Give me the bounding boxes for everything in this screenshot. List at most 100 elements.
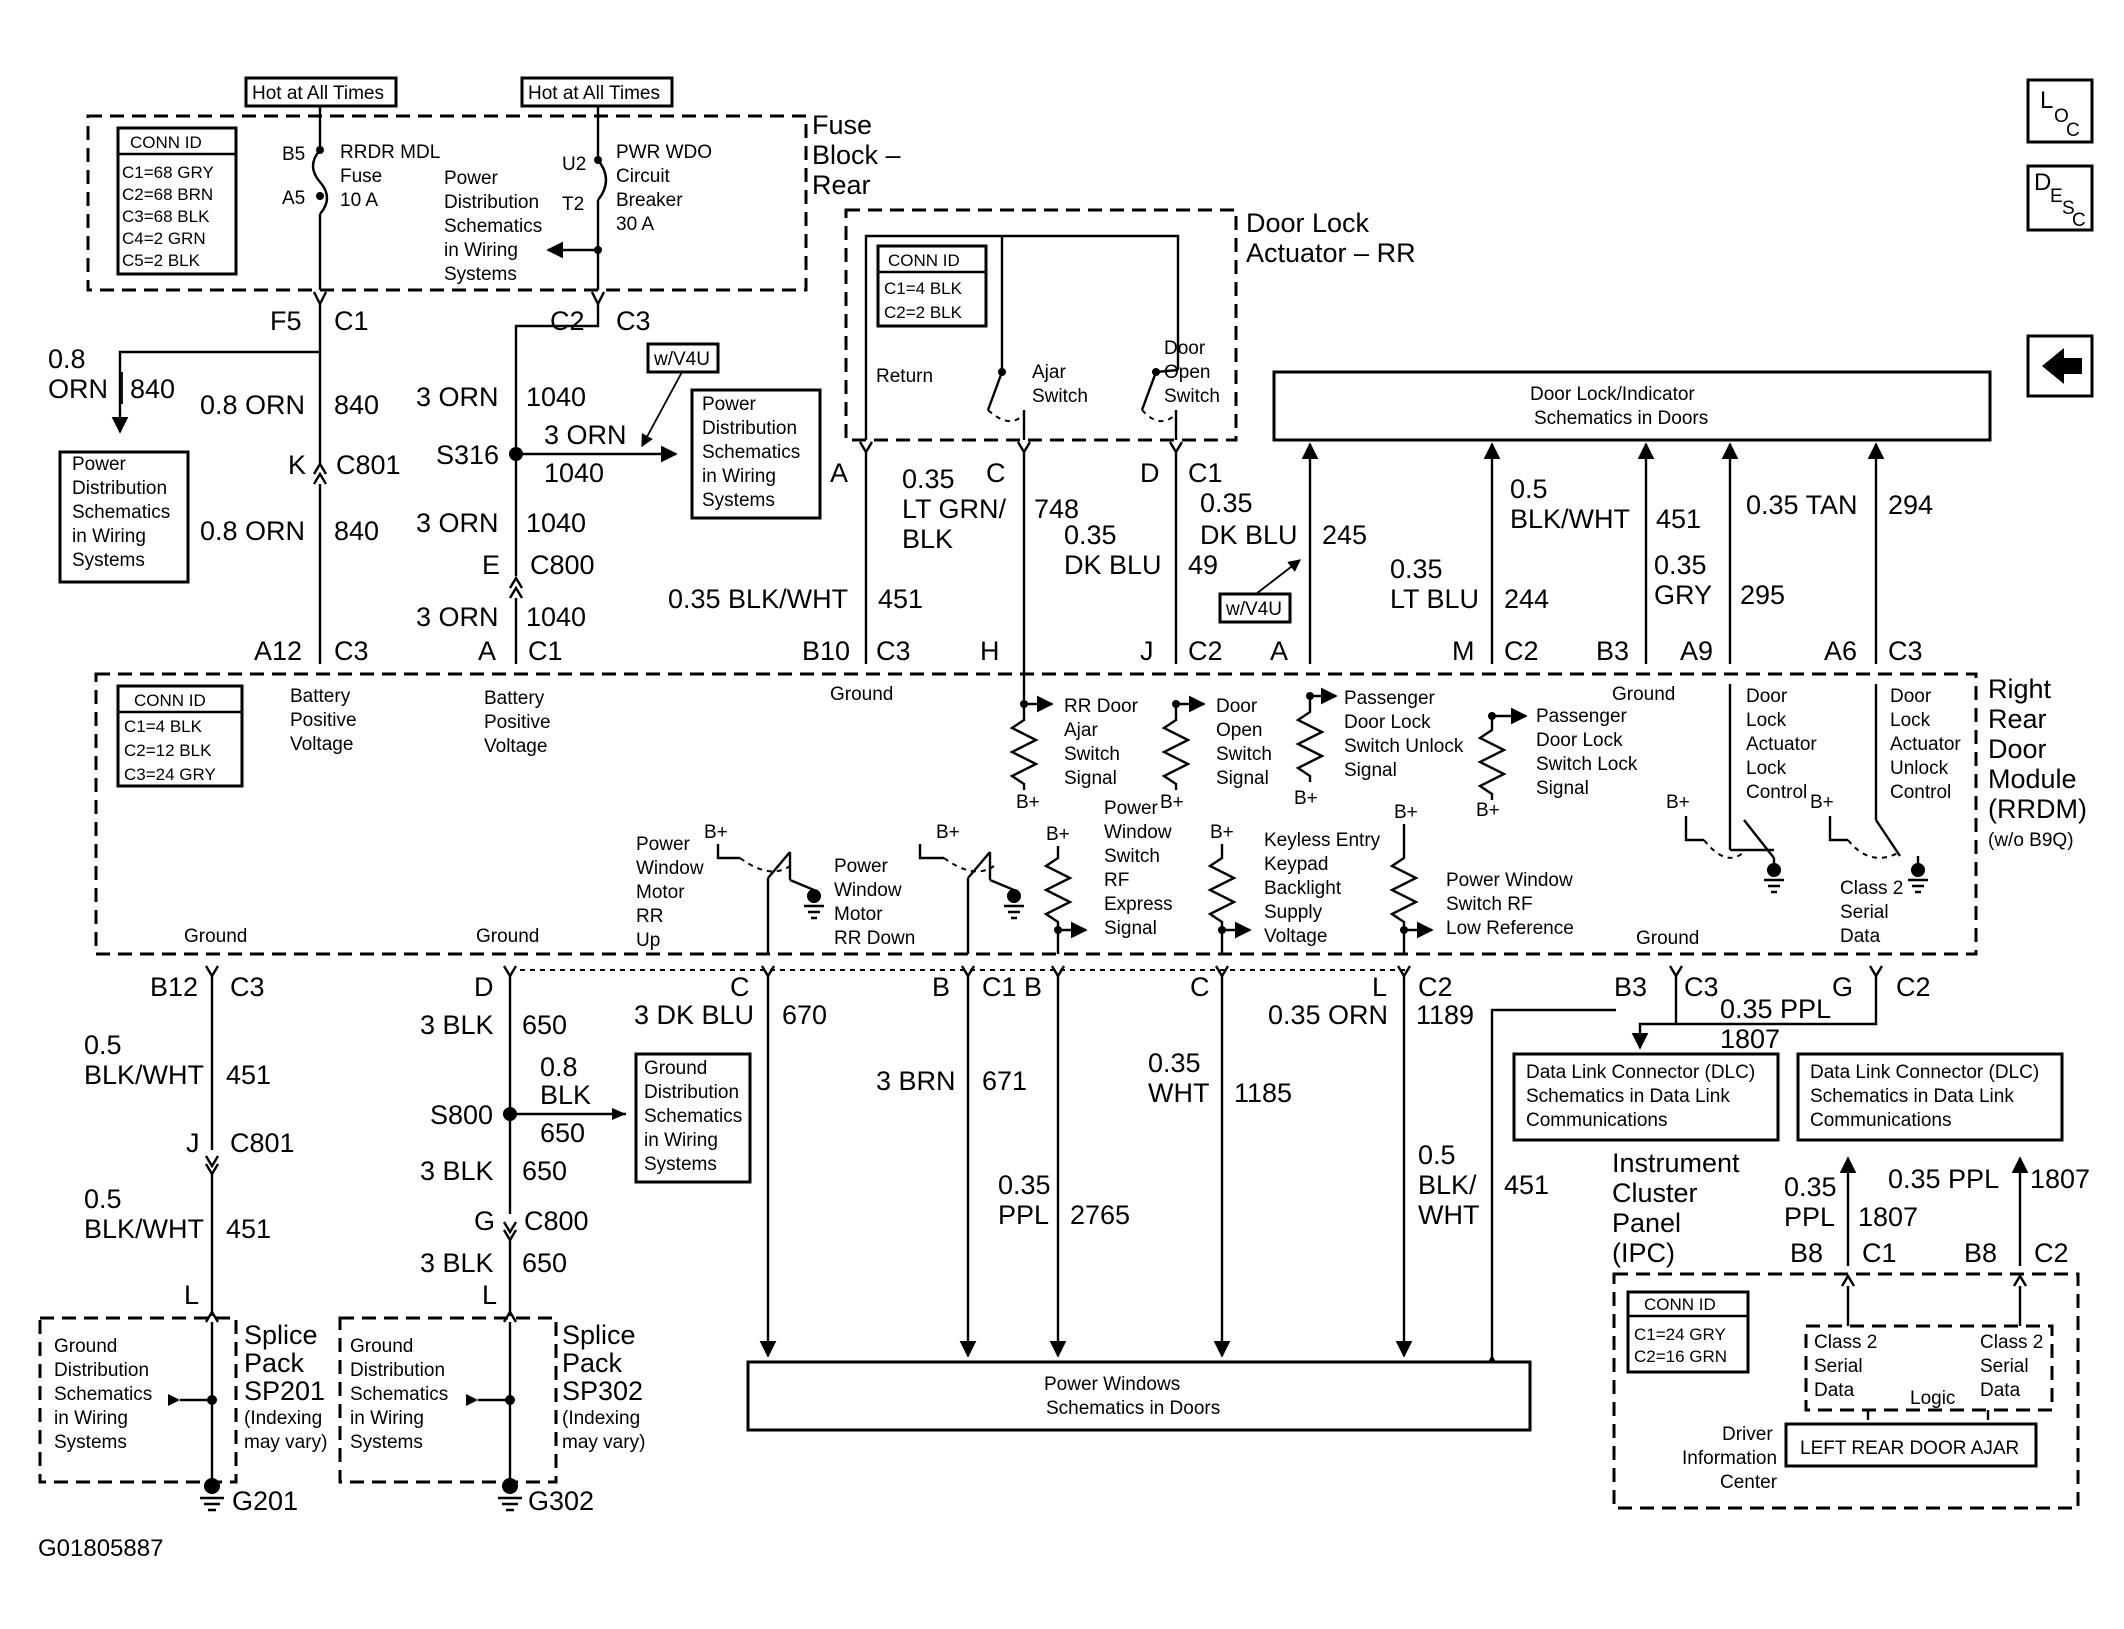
wire-840-path: F5 C1 0.8 ORN 840 0.8 ORN 840 K C801 0.8… xyxy=(48,291,401,664)
svg-text:Data: Data xyxy=(1980,1380,2021,1401)
svg-text:Schematics: Schematics xyxy=(54,1384,152,1405)
svg-text:Signal: Signal xyxy=(1536,778,1589,799)
wire-295: 0.35 GRY 295 xyxy=(1654,442,1785,664)
svg-text:650: 650 xyxy=(522,1156,567,1186)
back-button[interactable] xyxy=(2026,334,2094,398)
svg-text:Rear: Rear xyxy=(812,170,871,200)
svg-text:A9: A9 xyxy=(1680,636,1713,666)
loc-button[interactable]: L O C xyxy=(2026,78,2094,144)
svg-text:Schematics in Doors: Schematics in Doors xyxy=(1046,1398,1220,1419)
svg-text:840: 840 xyxy=(334,390,379,420)
svg-text:CONN ID: CONN ID xyxy=(1644,1295,1716,1314)
svg-text:Systems: Systems xyxy=(54,1432,127,1453)
svg-text:Power: Power xyxy=(444,168,499,189)
svg-text:C: C xyxy=(2066,120,2080,141)
svg-text:C3: C3 xyxy=(616,306,651,336)
svg-text:C3=24 GRY: C3=24 GRY xyxy=(124,765,216,784)
resistor-icon xyxy=(1161,704,1191,790)
instrument-cluster-panel: Instrument Cluster Panel (IPC) 0.35 PPL … xyxy=(1612,1148,2090,1510)
svg-text:C3=68 BLK: C3=68 BLK xyxy=(122,207,210,226)
svg-text:Class 2: Class 2 xyxy=(1814,1332,1877,1353)
svg-text:1040: 1040 xyxy=(526,602,586,632)
svg-text:Open: Open xyxy=(1164,362,1210,383)
svg-text:Panel: Panel xyxy=(1612,1208,1681,1238)
svg-text:244: 244 xyxy=(1504,584,1549,614)
svg-text:Logic: Logic xyxy=(1910,1388,1955,1409)
resistor-icon xyxy=(1009,704,1039,790)
svg-text:Ground: Ground xyxy=(830,684,893,705)
svg-text:Ground: Ground xyxy=(350,1336,413,1357)
svg-text:1040: 1040 xyxy=(526,508,586,538)
svg-text:L: L xyxy=(2040,87,2053,114)
rrdm-top-pins: A12 C3 A C1 B10 C3 H J C2 A M C2 B3 A9 A… xyxy=(254,636,1923,666)
svg-text:C: C xyxy=(2072,210,2086,231)
svg-text:3 ORN: 3 ORN xyxy=(416,508,499,538)
svg-text:Splice: Splice xyxy=(244,1320,318,1350)
svg-text:G: G xyxy=(474,1206,495,1236)
svg-text:Serial: Serial xyxy=(1840,902,1889,923)
svg-text:PWR WDO: PWR WDO xyxy=(616,142,712,163)
svg-text:Open: Open xyxy=(1216,720,1262,741)
wire-451-ground-g201: 0.5 BLK/WHT 451 J C801 0.5 BLK/WHT 451 L xyxy=(84,965,295,1323)
svg-text:Communications: Communications xyxy=(1526,1110,1668,1131)
svg-text:C2: C2 xyxy=(550,306,585,336)
svg-text:Data: Data xyxy=(1840,926,1881,947)
svg-text:Schematics: Schematics xyxy=(702,442,800,463)
svg-text:J: J xyxy=(186,1128,200,1158)
svg-text:Class 2: Class 2 xyxy=(1980,1332,2043,1353)
svg-text:0.35: 0.35 xyxy=(1064,520,1117,550)
svg-text:B+: B+ xyxy=(1210,822,1234,843)
power-windows-box xyxy=(746,1360,1532,1432)
svg-text:WHT: WHT xyxy=(1418,1200,1479,1230)
svg-text:L: L xyxy=(1372,972,1387,1002)
ground-icon xyxy=(200,1496,224,1512)
svg-text:L: L xyxy=(184,1280,199,1310)
svg-text:w/V4U: w/V4U xyxy=(653,349,710,370)
svg-text:CONN ID: CONN ID xyxy=(130,133,202,152)
circuit-breaker-icon xyxy=(597,159,608,201)
svg-text:B+: B+ xyxy=(936,822,960,843)
svg-text:A5: A5 xyxy=(282,188,305,209)
svg-text:C: C xyxy=(1190,972,1210,1002)
resistor-icon xyxy=(1207,844,1237,954)
svg-text:Schematics: Schematics xyxy=(644,1106,742,1127)
svg-text:Backlight: Backlight xyxy=(1264,878,1342,899)
svg-text:Keyless Entry: Keyless Entry xyxy=(1264,830,1381,851)
svg-text:Lock: Lock xyxy=(1746,710,1787,731)
svg-text:E: E xyxy=(2050,186,2063,207)
svg-text:G: G xyxy=(1832,972,1853,1002)
svg-text:Power: Power xyxy=(702,394,757,415)
svg-text:(RRDM): (RRDM) xyxy=(1988,794,2087,824)
svg-text:Control: Control xyxy=(1746,782,1807,803)
svg-text:S800: S800 xyxy=(430,1100,493,1130)
desc-button[interactable]: D E S C xyxy=(2026,164,2094,232)
svg-text:Right: Right xyxy=(1988,674,2052,704)
svg-text:Switch: Switch xyxy=(1032,386,1088,407)
svg-text:C1=4 BLK: C1=4 BLK xyxy=(124,717,203,736)
dic-message-display xyxy=(1784,1422,2038,1468)
dlc-box-2 xyxy=(1796,1052,2064,1142)
svg-text:Data: Data xyxy=(1814,1380,1855,1401)
svg-text:J: J xyxy=(1140,636,1154,666)
svg-text:Data Link Connector (DLC): Data Link Connector (DLC) xyxy=(1526,1062,1755,1083)
wire-650-ground-g302: 3 BLK 650 0.8 BLK 650 S800 Ground Distri… xyxy=(420,965,752,1323)
svg-text:Signal: Signal xyxy=(1216,768,1269,789)
svg-text:B+: B+ xyxy=(1394,802,1418,823)
svg-text:C5=2 BLK: C5=2 BLK xyxy=(122,251,201,270)
svg-text:B: B xyxy=(932,972,950,1002)
svg-text:Window: Window xyxy=(1104,822,1172,843)
svg-text:Door Lock: Door Lock xyxy=(1246,208,1370,238)
svg-text:Schematics: Schematics xyxy=(444,216,542,237)
svg-text:Schematics in Data Link: Schematics in Data Link xyxy=(1810,1086,2014,1107)
wire-2765: 0.35 PPL 2765 xyxy=(998,965,1130,1358)
svg-text:1040: 1040 xyxy=(526,382,586,412)
wire-451b: 0.5 BLK/WHT 451 xyxy=(1510,442,1701,664)
resistor-icon xyxy=(1295,696,1325,782)
svg-text:RRDR MDL: RRDR MDL xyxy=(340,142,440,163)
svg-text:245: 245 xyxy=(1322,520,1367,550)
svg-text:Supply: Supply xyxy=(1264,902,1323,923)
svg-text:B8: B8 xyxy=(1790,1238,1823,1268)
svg-text:0.5: 0.5 xyxy=(84,1184,122,1214)
svg-text:0.35: 0.35 xyxy=(1654,550,1707,580)
svg-text:3 BLK: 3 BLK xyxy=(420,1010,494,1040)
